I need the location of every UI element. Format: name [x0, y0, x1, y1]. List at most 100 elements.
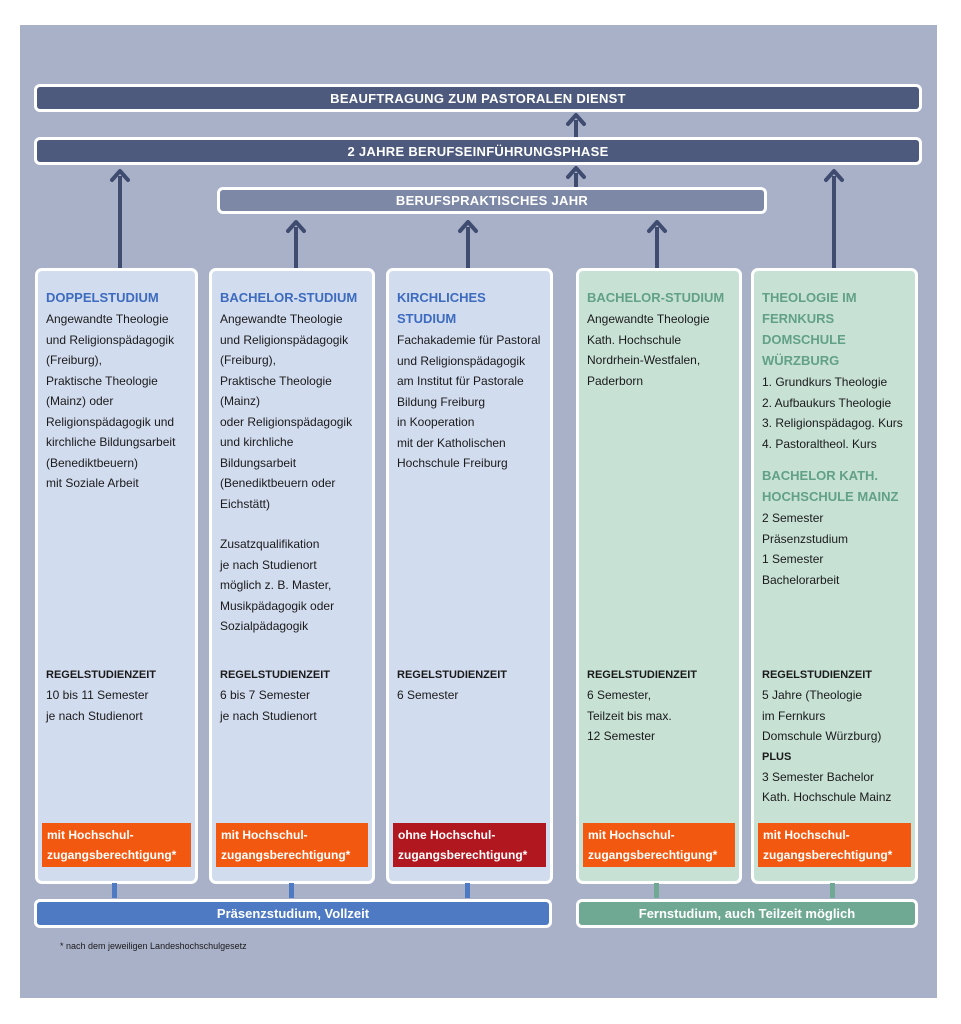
column-text: und Religionspädagogik [397, 353, 526, 368]
arrow-bachelor-2 [647, 220, 667, 268]
column-text: Angewandte Theologie [46, 312, 169, 326]
zugang-badge-line: zugangsberechtigung* [47, 848, 177, 862]
connector-3 [465, 883, 470, 898]
fern-bar: Fernstudium, auch Teilzeit möglich [576, 899, 918, 928]
column-text: Angewandte Theologie [220, 312, 343, 326]
regelstudienzeit-value: 12 Semester [587, 729, 656, 743]
column-text: 2 Semester [762, 511, 824, 525]
column-text: und kirchliche [220, 435, 294, 449]
regelstudienzeit-value: 6 Semester [397, 688, 459, 702]
column-text: Paderborn [587, 373, 644, 388]
praesenz-bar: Präsenzstudium, Vollzeit [34, 899, 552, 928]
column-subtitle: HOCHSCHULE MAINZ [762, 489, 899, 504]
zugang-badge-line: mit Hochschul- [221, 828, 308, 842]
column-text: Angewandte Theologie [587, 312, 710, 326]
zugang-badge-line: ohne Hochschul- [398, 828, 496, 842]
column-text: Musikpädagogik oder [220, 598, 335, 613]
arrow-bachelor-1 [286, 220, 306, 268]
column-text: 2. Aufbaukurs Theologie [762, 395, 892, 410]
regelstudienzeit-value: 10 bis 11 Semester [46, 688, 149, 702]
column-kirchliches-studium: KIRCHLICHES STUDIUM Fachakademie für Pasto… [386, 268, 553, 884]
column-text: Präsenzstudium [762, 531, 849, 546]
zugang-badge-line: zugangsberechtigung* [763, 848, 893, 862]
zugang-badge-line: zugangsberechtigung* [221, 848, 351, 862]
column-text: Praktische Theologie [46, 373, 158, 388]
zugang-badge-line: mit Hochschul- [47, 828, 134, 842]
regelstudienzeit-value: Teilzeit bis max. [587, 708, 672, 723]
spacer [220, 514, 364, 534]
column-title: FERNKURS [762, 311, 835, 326]
footnote: * nach dem jeweiligen Landeshochschulges… [60, 941, 247, 951]
regelstudienzeit-label: REGELSTUDIENZEIT [762, 669, 873, 681]
arrow-doppelstudium [110, 169, 130, 268]
column-text: (Freiburg), [220, 353, 277, 367]
regelstudienzeit-block: REGELSTUDIENZEIT 10 bis 11 Semester je nac… [46, 665, 156, 726]
column-text: Hochschule Freiburg [397, 456, 508, 470]
column-text: 1. Grundkurs Theologie [762, 375, 888, 389]
column-text: Fachakademie für Pastoral [397, 333, 541, 347]
beauftragung-label: BEAUFTRAGUNG ZUM PASTORALEN DIENST [330, 90, 626, 106]
regelstudienzeit-value: je nach Studienort [220, 708, 317, 723]
column-text: (Mainz) [220, 394, 261, 408]
connector-1 [112, 883, 117, 898]
column-text: Sozialpädagogik [220, 619, 309, 633]
regelstudienzeit-block: REGELSTUDIENZEIT 6 Semester, Teilzeit bis … [587, 665, 697, 747]
regelstudienzeit-label: REGELSTUDIENZEIT [46, 669, 157, 681]
berufspraktisch-bar: BERUFSPRAKTISCHES JAHR [217, 187, 767, 214]
column-text: 1 Semester [762, 552, 824, 566]
column-text: (Benediktbeuern oder [220, 476, 336, 490]
zugang-badge: mit Hochschul-zugangsberechtigung* [216, 823, 368, 867]
column-title: KIRCHLICHES [397, 290, 486, 305]
regelstudienzeit-label: REGELSTUDIENZEIT [397, 669, 508, 681]
zugang-badge: mit Hochschul-zugangsberechtigung* [42, 823, 191, 867]
column-text: kirchliche Bildungsarbeit [46, 435, 176, 449]
zugang-badge: ohne Hochschul-zugangsberechtigung* [393, 823, 546, 867]
regelstudienzeit-value: im Fernkurs [762, 708, 826, 723]
regelstudienzeit-block: REGELSTUDIENZEIT 6 Semester [397, 665, 507, 706]
column-title: STUDIUM [397, 311, 457, 326]
column-text: Religionspädagogik und [46, 414, 175, 429]
zugang-badge: mit Hochschul-zugangsberechtigung* [583, 823, 735, 867]
column-text: je nach Studienort [220, 557, 317, 572]
regelstudienzeit-value: je nach Studienort [46, 708, 143, 723]
arrow-kirchlich [458, 220, 478, 268]
plus-value: 3 Semester Bachelor [762, 769, 875, 784]
zugang-badge: mit Hochschul-zugangsberechtigung* [758, 823, 911, 867]
column-title: BACHELOR-STUDIUM [587, 290, 725, 305]
column-text: Bildungsarbeit [220, 455, 297, 470]
column-text: und Religionspädagogik [220, 332, 349, 347]
column-text: mit der Katholischen [397, 435, 506, 450]
zugang-badge-line: zugangsberechtigung* [398, 848, 528, 862]
column-text: Bachelorarbeit [762, 572, 840, 587]
regelstudienzeit-value: 6 bis 7 Semester [220, 688, 311, 702]
spacer [762, 454, 907, 466]
arrow-berufspraktisch [566, 166, 586, 187]
berufseinfuehrung-bar: 2 JAHRE BERUFSEINFÜHRUNGSPHASE [34, 137, 922, 165]
berufseinfuehrung-label: 2 JAHRE BERUFSEINFÜHRUNGSPHASE [347, 143, 609, 159]
berufspraktisch-label: BERUFSPRAKTISCHES JAHR [395, 193, 589, 208]
column-text: Praktische Theologie [220, 373, 332, 388]
column-subtitle: BACHELOR KATH. [762, 468, 879, 483]
column-title: WÜRZBURG [762, 353, 840, 368]
column-title: THEOLOGIE IM [762, 290, 857, 305]
column-title: DOPPELSTUDIUM [46, 290, 159, 305]
plus-label: PLUS [762, 750, 792, 763]
arrow-fernkurs [824, 169, 844, 268]
column-text: und Religionspädagogik [46, 332, 175, 347]
regelstudienzeit-label: REGELSTUDIENZEIT [587, 669, 698, 681]
zugang-badge-line: zugangsberechtigung* [588, 848, 718, 862]
column-text: in Kooperation [397, 415, 475, 429]
column-text: 3. Religionspädagog. Kurs [762, 416, 903, 430]
column-text: oder Religionspädagogik [220, 414, 353, 429]
regelstudienzeit-value: 6 Semester, [587, 688, 652, 702]
praesenz-label: Präsenzstudium, Vollzeit [216, 906, 370, 921]
fern-label: Fernstudium, auch Teilzeit möglich [638, 906, 856, 921]
column-text: 4. Pastoraltheol. Kurs [762, 436, 877, 451]
plus-value: Kath. Hochschule Mainz [762, 790, 892, 804]
regelstudienzeit-value: Domschule Würzburg) [762, 729, 882, 743]
connector-2 [289, 883, 294, 898]
